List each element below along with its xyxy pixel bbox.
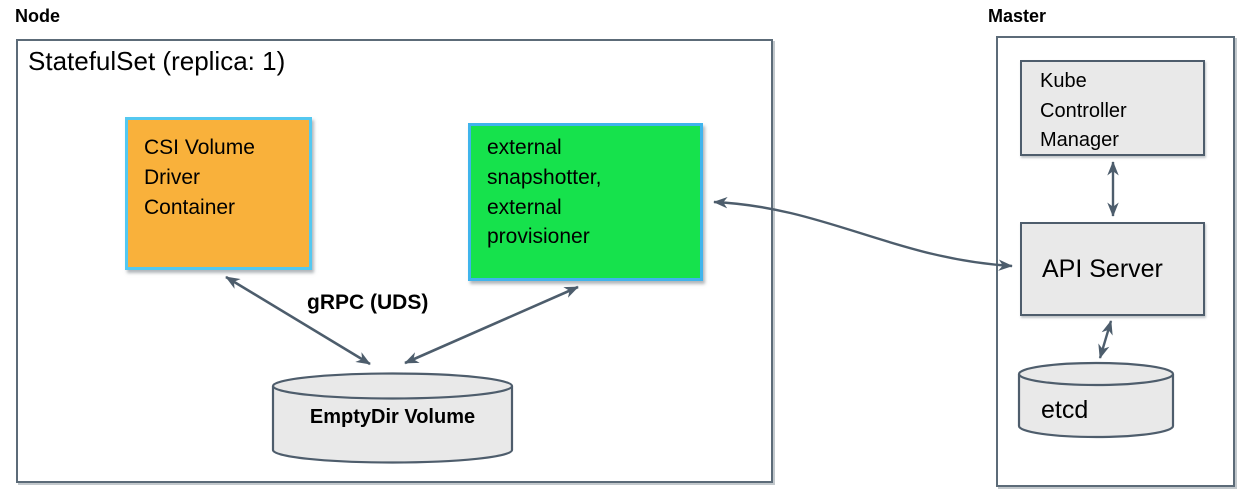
node-section-label: Node: [15, 6, 60, 26]
kube-controller-manager-box: Kube Controller Manager: [1020, 60, 1205, 156]
external-snapshotter-provisioner-box: external snapshotter, external provision…: [468, 123, 703, 281]
etcd-label: etcd: [1041, 396, 1089, 424]
emptydir-volume-label: EmptyDir Volume: [309, 406, 476, 428]
grpc-uds-label: gRPC (UDS): [307, 291, 429, 314]
master-section-label: Master: [988, 6, 1047, 26]
api-server-box: API Server: [1020, 222, 1205, 316]
csi-volume-driver-box: CSI Volume Driver Container: [125, 117, 312, 270]
statefulset-label: StatefulSet (replica: 1): [28, 46, 286, 76]
